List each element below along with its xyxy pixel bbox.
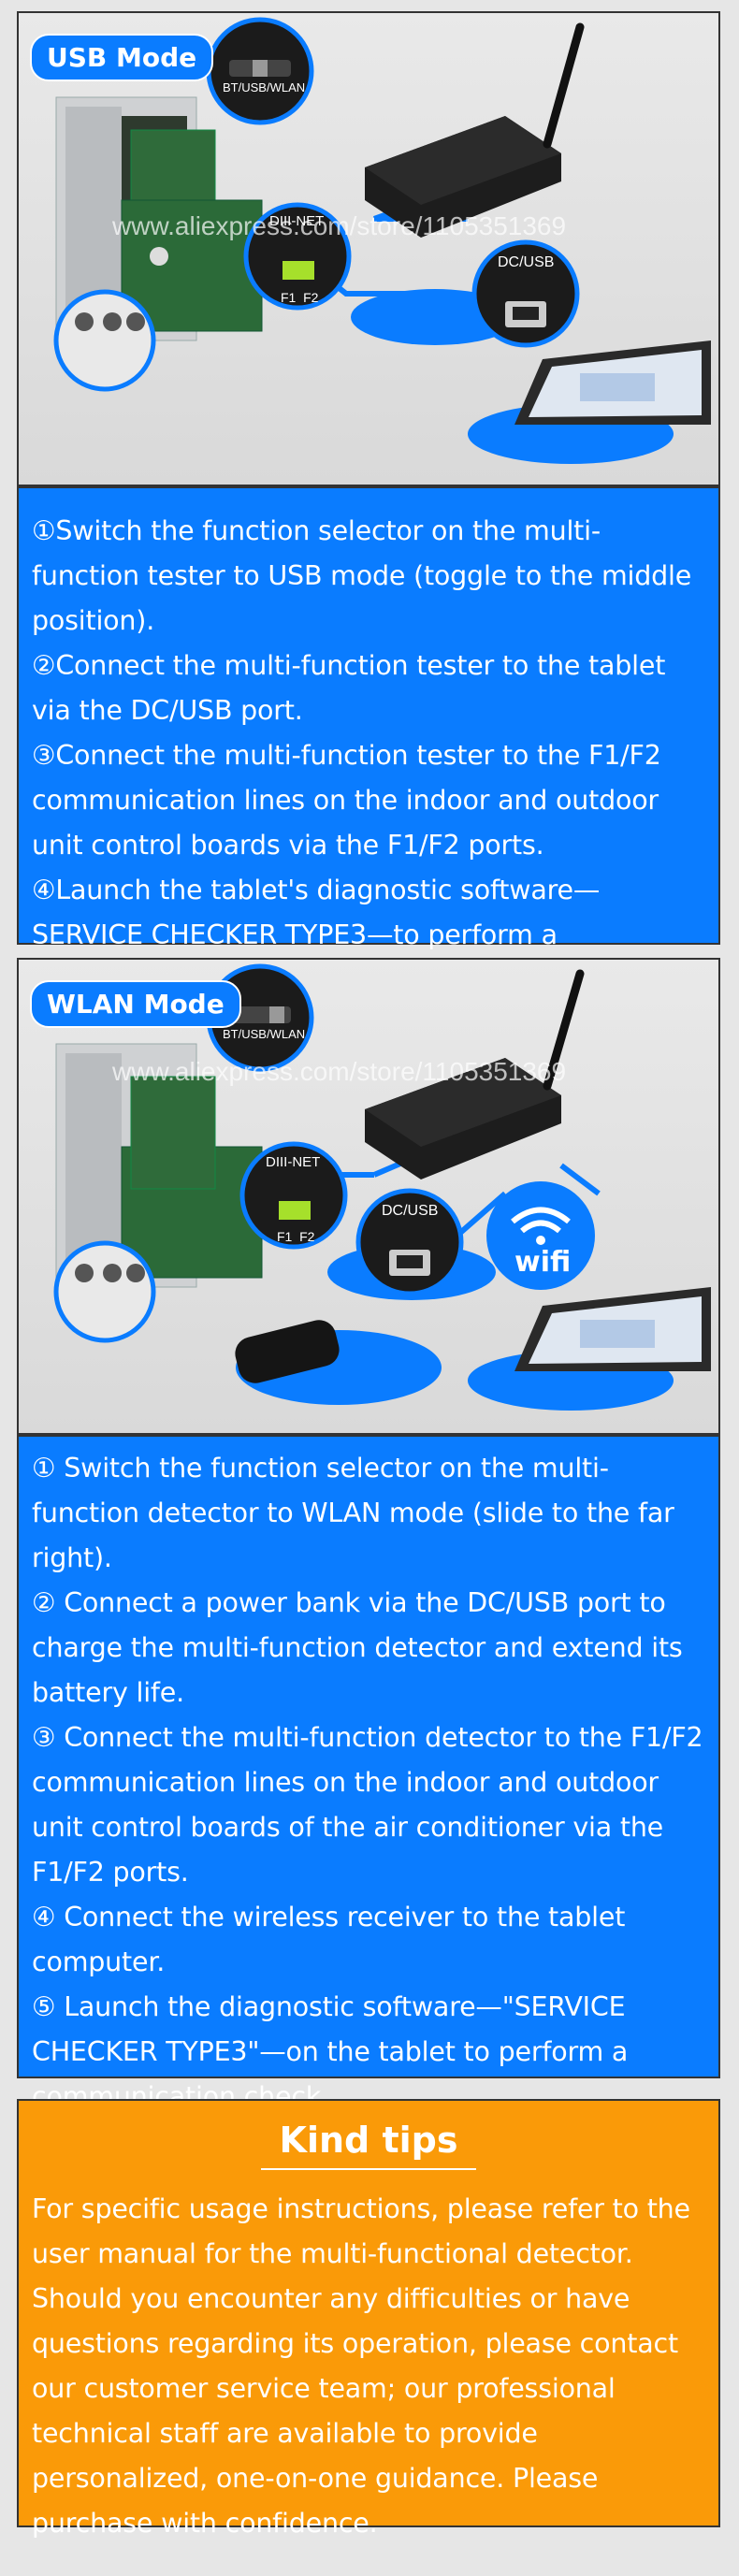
usb-dcusb-label: DC/USB: [498, 254, 555, 270]
usb-diagram-graphic: [53, 17, 711, 464]
wlan-step-3: ③ Connect the multi-function detector to…: [32, 1722, 703, 1888]
wlan-switch-label: BT/USB/WLAN: [223, 1027, 306, 1041]
wlan-step-1: ① Switch the function selector on the mu…: [32, 1453, 674, 1573]
power-bank-image: [235, 1320, 340, 1383]
wlan-diagram-graphic: [53, 963, 711, 1411]
usb-step-1: ①Switch the function selector on the mul…: [32, 515, 692, 636]
kind-tips-title: Kind tips: [279, 2120, 458, 2161]
usb-mode-badge: USB Mode: [30, 34, 214, 81]
diii-net-icon: [239, 1141, 348, 1250]
usb-switch-label: BT/USB/WLAN: [223, 80, 306, 94]
tablet-image: [514, 1287, 711, 1371]
usb-illustration: USB Mode BT/USB/WLAN DIII-NET F1 F2 DC/U…: [17, 11, 720, 486]
usb-step-3: ③Connect the multi-function tester to th…: [32, 740, 661, 861]
terminal-board-icon: [53, 1240, 156, 1343]
wlan-mode-badge: WLAN Mode: [30, 980, 241, 1028]
usb-f1f2-label: F1 F2: [281, 290, 319, 305]
wlan-watermark: www.aliexpress.com/store/1105351369: [112, 1057, 567, 1086]
wlan-dcusb-label: DC/USB: [382, 1203, 439, 1219]
ac-unit-image: [55, 96, 263, 341]
wlan-step-4: ④ Connect the wireless receiver to the t…: [32, 1902, 626, 1977]
dc-usb-icon: [471, 239, 580, 348]
wlan-step-2: ② Connect a power bank via the DC/USB po…: [32, 1587, 683, 1708]
wlan-diii-label: DIII-NET: [266, 1154, 321, 1170]
tablet-image: [514, 340, 711, 425]
wlan-step-5: ⑤ Launch the diagnostic software—"SERVIC…: [32, 1991, 629, 2112]
usb-steps: ①Switch the function selector on the mul…: [17, 486, 720, 995]
tester-device-image: [365, 969, 585, 1179]
tester-device-image: [365, 22, 585, 238]
usb-step-2: ②Connect the multi-function tester to th…: [32, 650, 666, 726]
wlan-f1f2-label: F1 F2: [277, 1229, 315, 1244]
kind-tips-body: For specific usage instructions, please …: [32, 2193, 690, 2539]
diii-net-icon: [243, 202, 352, 311]
wlan-wifi-label: wifi: [514, 1246, 572, 1279]
dc-usb-icon: [355, 1188, 464, 1296]
wifi-icon: [486, 1181, 595, 1290]
terminal-board-icon: [53, 289, 156, 392]
switch-icon: [206, 17, 314, 125]
usb-watermark: www.aliexpress.com/store/1105351369: [112, 211, 567, 240]
wlan-steps: ① Switch the function selector on the mu…: [17, 1435, 720, 2112]
wlan-illustration: WLAN Mode BT/USB/WLAN DIII-NET F1 F2 DC/…: [17, 958, 720, 1435]
title-divider: [261, 2168, 476, 2170]
usb-diii-label: DIII-NET: [269, 213, 325, 229]
kind-tips-panel: Kind tips For specific usage instruction…: [17, 2099, 720, 2539]
